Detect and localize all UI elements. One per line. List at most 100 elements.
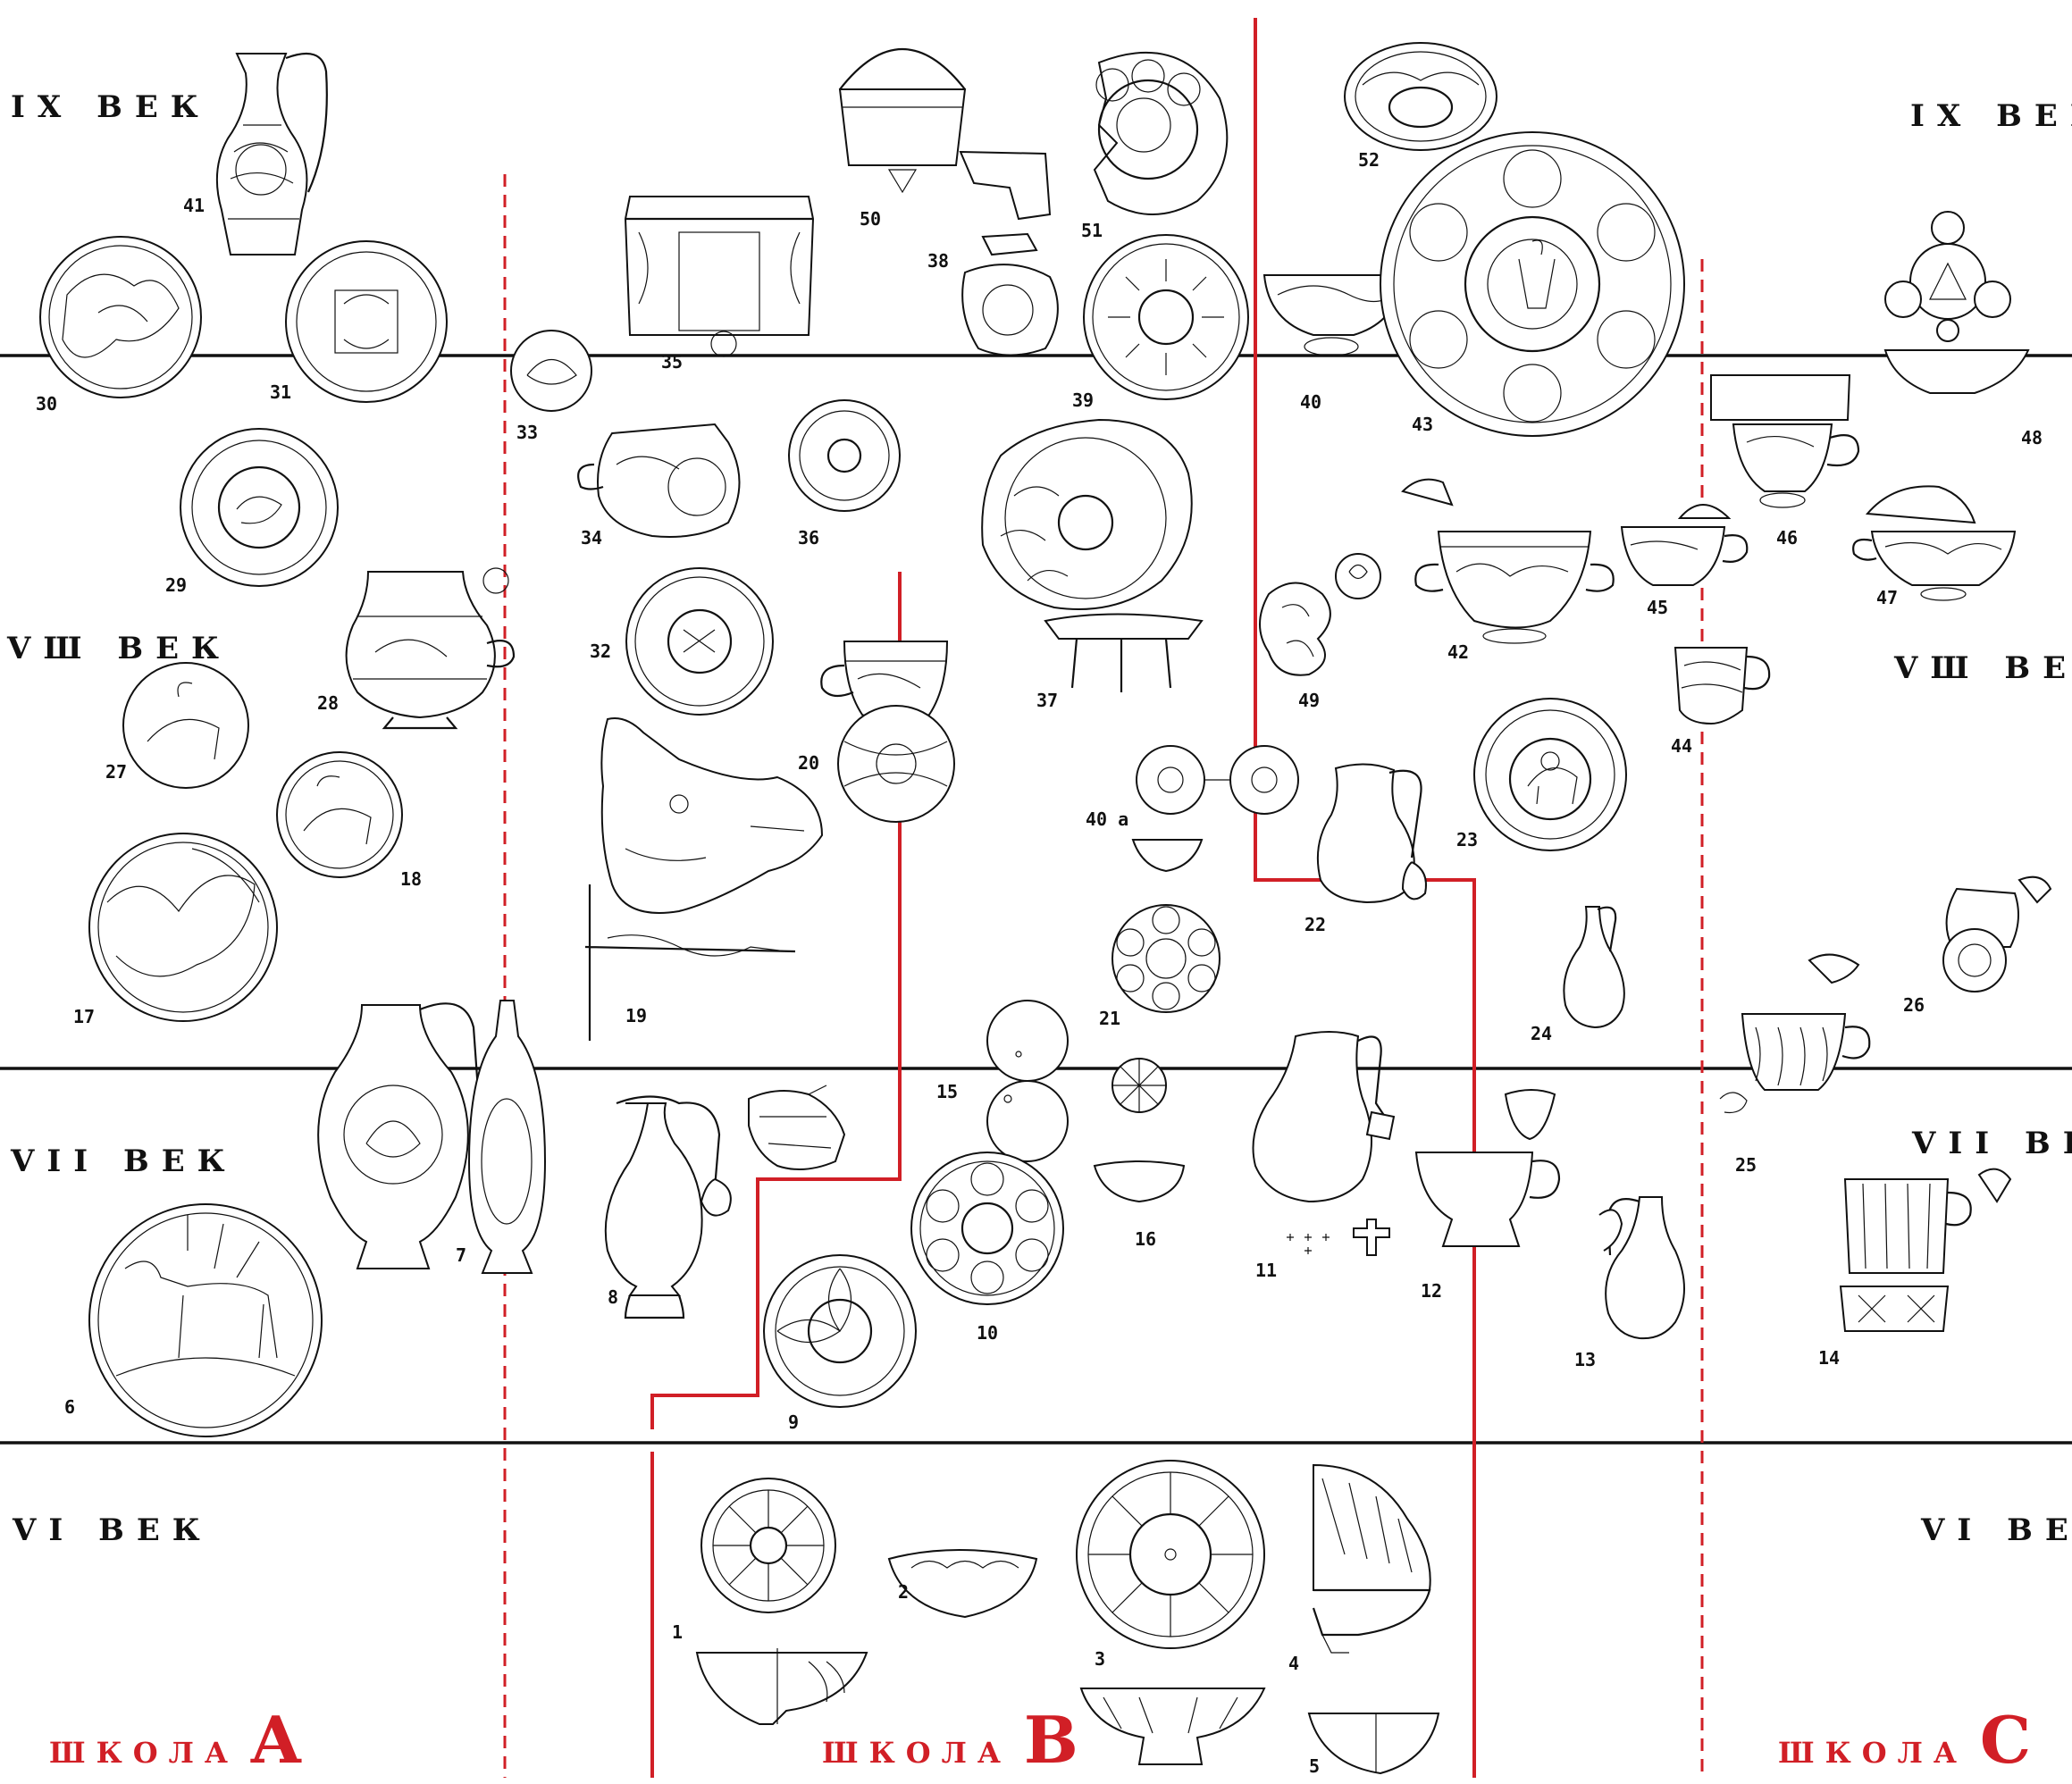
figure-number-14: 14 [1818,1347,1841,1369]
figure-number-27: 27 [105,761,128,783]
figure-number-40: 40 [1300,391,1322,413]
artifact-14-cup [1839,1168,2012,1332]
artifact-tiger-head [748,1085,846,1170]
artifact-23-plate [1473,698,1627,851]
figure-number-18: 18 [400,868,423,890]
century-vi-left: VI ВЕК [13,1512,213,1548]
figure-number-40a: 40 a [1086,808,1129,830]
century-vi-right: VI ВЕК [1921,1512,2072,1548]
figure-number-32: 32 [590,641,612,662]
figure-number-39: 39 [1072,389,1095,411]
figure-number-9: 9 [788,1411,800,1433]
artifact-24-jug [1563,906,1625,1029]
artifact-38-fragments [959,150,1059,356]
artifact-43-plate [1380,131,1685,437]
figure-number-24: 24 [1531,1023,1553,1044]
figure-number-48: 48 [2021,427,2043,448]
artifact-4-section [1312,1463,1431,1654]
artifact-45-cup [1620,504,1749,586]
figure-number-12: 12 [1421,1280,1443,1302]
century-viii-right: VШ ВЕК [1894,650,2072,686]
figure-number-13: 13 [1574,1349,1597,1370]
artifact-44-cup [1674,647,1771,725]
figure-number-47: 47 [1876,587,1899,608]
artifact-39-plate [1083,234,1249,400]
figure-number-11: 11 [1255,1260,1278,1281]
school-c-word: ШКОЛА [1778,1736,1967,1770]
figure-number-15: 15 [936,1081,959,1102]
figure-number-37: 37 [1036,690,1059,711]
school-b-label: ШКОЛА B [822,1702,1078,1778]
artifact-35-casket [624,196,815,357]
artifact-13-jug [1598,1196,1685,1340]
figure-number-21: 21 [1099,1008,1121,1029]
figure-number-46: 46 [1776,527,1799,549]
artifact-15-disks [986,1000,1069,1162]
artifact-29-plate [180,428,339,587]
artifact-10-plate [910,1152,1064,1305]
artifact-7-ewers [317,1000,547,1274]
school-c-label: ШКОЛА C [1778,1702,2031,1778]
artifact-30-plate [39,236,202,398]
century-ix-left: IX ВЕК [11,89,211,125]
artifact-8-ewer [604,1095,732,1319]
figure-number-38: 38 [927,250,950,272]
figure-number-19: 19 [625,1005,648,1026]
artifact-40a-medallions [1131,745,1299,873]
artifact-28-vessel [345,567,516,730]
artifact-6-plate [88,1203,323,1437]
artifact-50-bucket [838,48,967,194]
artifact-25-cup [1719,953,1871,1114]
school-a-label: ШКОЛА A [49,1702,301,1778]
artifact-46-cup [1710,374,1860,508]
figure-number-20: 20 [798,752,820,774]
figure-number-5: 5 [1309,1755,1321,1777]
figure-number-26: 26 [1903,994,1925,1016]
artifact-34-vessel [577,423,741,538]
school-a-letter: A [250,1702,301,1778]
figure-number-8: 8 [608,1286,619,1308]
artifact-3-dish [1076,1460,1266,1765]
artifact-12-cup [1414,1089,1561,1247]
artifact-31-plate [285,240,448,403]
figure-number-36: 36 [798,527,820,549]
figure-number-43: 43 [1412,414,1434,435]
artifact-9-plate [763,1254,917,1408]
figure-number-4: 4 [1288,1653,1300,1674]
figure-number-2: 2 [898,1581,910,1603]
century-vii-left: VII ВЕК [11,1143,238,1179]
school-c-letter: C [1979,1702,2032,1778]
artifact-51-plate [1093,51,1229,215]
figure-number-3: 3 [1095,1648,1106,1670]
artifact-1-rosette-bowl [695,1478,868,1725]
figure-number-28: 28 [317,692,340,714]
figure-number-29: 29 [165,574,188,596]
figure-number-23: 23 [1456,829,1479,850]
century-vii-right: VII ВЕК [1912,1126,2072,1161]
figure-number-30: 30 [36,393,58,415]
artifact-47-cup [1852,485,2017,601]
artifact-32-plate [625,567,774,716]
school-b-letter: B [1023,1702,1078,1778]
century-viii-left: VШ ВЕК [7,631,231,666]
figure-number-16: 16 [1135,1228,1157,1250]
figure-number-44: 44 [1671,735,1693,757]
figure-number-1: 1 [672,1621,684,1643]
figure-number-52: 52 [1358,149,1380,171]
artifact-2-bowl [887,1549,1038,1619]
figure-number-35: 35 [661,351,684,373]
figure-number-25: 25 [1735,1154,1757,1176]
figure-number-6: 6 [64,1396,76,1418]
school-b-word: ШКОЛА [822,1736,1011,1770]
figure-number-33: 33 [516,422,539,443]
artifact-5-cup [1307,1713,1440,1775]
artifact-19-boar-head [584,717,824,1041]
artifact-22-ewer [1316,763,1427,904]
artifact-20-cup [820,641,955,823]
school-a-word: ШКОЛА [49,1736,239,1770]
artifact-52-plate [1344,42,1497,151]
artifact-18-plate [276,751,403,878]
artifact-49-ornaments [1259,553,1381,676]
artifact-26-fragment [1942,875,2052,993]
